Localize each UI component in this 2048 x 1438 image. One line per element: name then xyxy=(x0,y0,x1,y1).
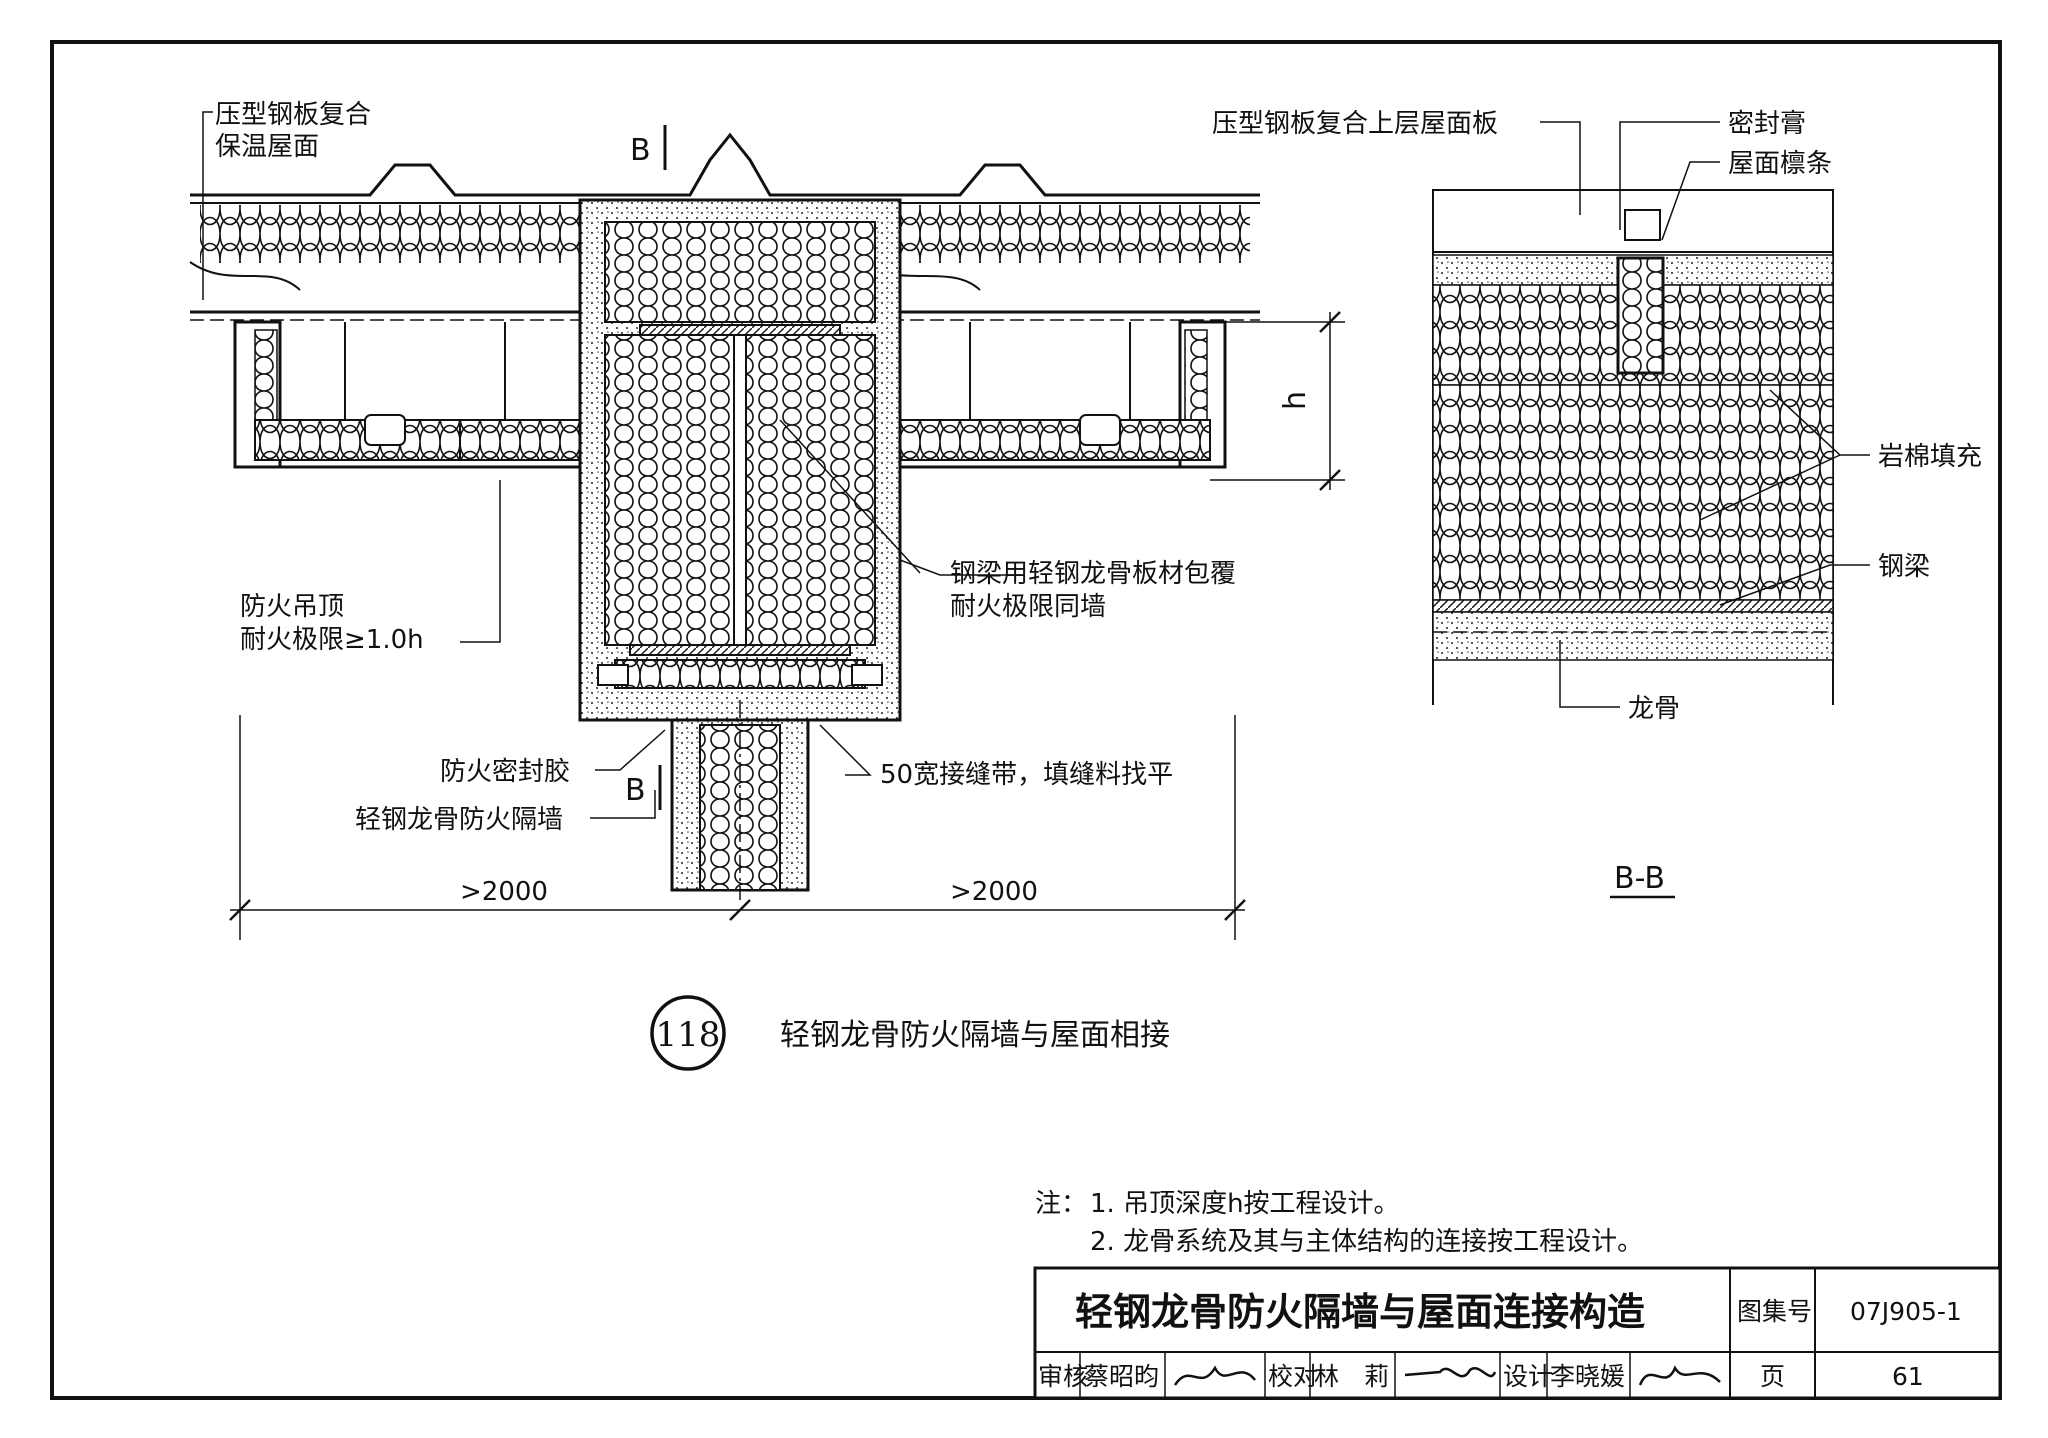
designer-name: 李晓媛 xyxy=(1550,1362,1625,1391)
bb-rock-wool xyxy=(1432,384,1834,601)
dimension-right: >2000 xyxy=(950,877,1038,907)
checker-signature xyxy=(1404,1367,1497,1378)
roof-insulation-left xyxy=(200,205,580,263)
label-fire-sealant: 防火密封胶 xyxy=(440,757,570,787)
detail-title: 轻钢龙骨防火隔墙与屋面相接 xyxy=(780,1018,1170,1053)
label-roof-composite-1: 压型钢板复合 xyxy=(215,100,371,130)
label-keel: 龙骨 xyxy=(1628,694,1680,724)
label-joint-tape: 50宽接缝带，填缝料找平 xyxy=(880,760,1173,790)
label-upper-roof-panel: 压型钢板复合上层屋面板 xyxy=(1212,109,1498,139)
height-dimension-label: h xyxy=(1278,391,1313,410)
label-steel-beam: 钢梁 xyxy=(1878,552,1930,582)
page-number: 61 xyxy=(1892,1362,1924,1391)
label-beam-cladding-1: 钢梁用轻钢龙骨板材包覆 xyxy=(950,559,1236,589)
label-rock-wool: 岩棉填充 xyxy=(1878,442,1982,472)
title-block-title: 轻钢龙骨防火隔墙与屋面连接构造 xyxy=(1075,1290,1645,1334)
atlas-number: 07J905-1 xyxy=(1850,1297,1962,1326)
beam-top-insulation xyxy=(604,221,876,323)
section-mark-top: B xyxy=(630,133,651,168)
bb-steel-beam xyxy=(1432,599,1834,613)
label-purlin: 屋面檩条 xyxy=(1728,149,1832,179)
label-partition-wall: 轻钢龙骨防火隔墙 xyxy=(355,805,563,835)
atlas-label: 图集号 xyxy=(1737,1297,1812,1326)
dimension-left: >2000 xyxy=(460,877,548,907)
steel-beam-web xyxy=(733,334,747,646)
title-block xyxy=(1033,1266,2002,1400)
note-2: 2. 龙骨系统及其与主体结构的连接按工程设计。 xyxy=(1090,1227,1643,1257)
check-label: 校对 xyxy=(1268,1362,1318,1391)
design-label: 设计 xyxy=(1503,1362,1553,1391)
bb-purlin xyxy=(1616,256,1665,375)
note-1: 1. 吊顶深度h按工程设计。 xyxy=(1090,1189,1400,1219)
label-fire-ceiling-2: 耐火极限≥1.0h xyxy=(240,625,424,655)
designer-signature xyxy=(1638,1365,1721,1386)
checker-name: 林 莉 xyxy=(1314,1362,1389,1391)
detail-number-circle xyxy=(650,995,726,1071)
section-bb xyxy=(1432,121,1870,899)
notes-prefix: 注： xyxy=(1035,1189,1087,1219)
steel-beam-top-flange xyxy=(639,324,841,336)
ceiling-board-right xyxy=(899,419,1211,461)
main-roof-section: B B h >2000 >2000 xyxy=(189,111,1345,940)
sheet-border xyxy=(50,40,2002,1400)
label-beam-cladding-2: 耐火极限同墙 xyxy=(950,592,1106,622)
roof-top-sheet xyxy=(190,132,1260,197)
reviewer-name: 蔡昭昀 xyxy=(1084,1362,1159,1391)
label-sealant: 密封膏 xyxy=(1728,109,1806,139)
roof-insulation-right xyxy=(895,205,1250,263)
label-roof-composite-2: 保温屋面 xyxy=(215,132,319,162)
review-label: 审核 xyxy=(1038,1362,1088,1391)
page-label: 页 xyxy=(1760,1362,1785,1391)
reviewer-signature xyxy=(1173,1365,1256,1386)
detail-number: 118 xyxy=(656,1015,721,1055)
section-mark-bottom: B xyxy=(625,773,646,808)
label-fire-ceiling-1: 防火吊顶 xyxy=(240,592,344,622)
section-bb-title: B-B xyxy=(1614,861,1665,896)
steel-beam-bottom-flange xyxy=(629,644,851,656)
